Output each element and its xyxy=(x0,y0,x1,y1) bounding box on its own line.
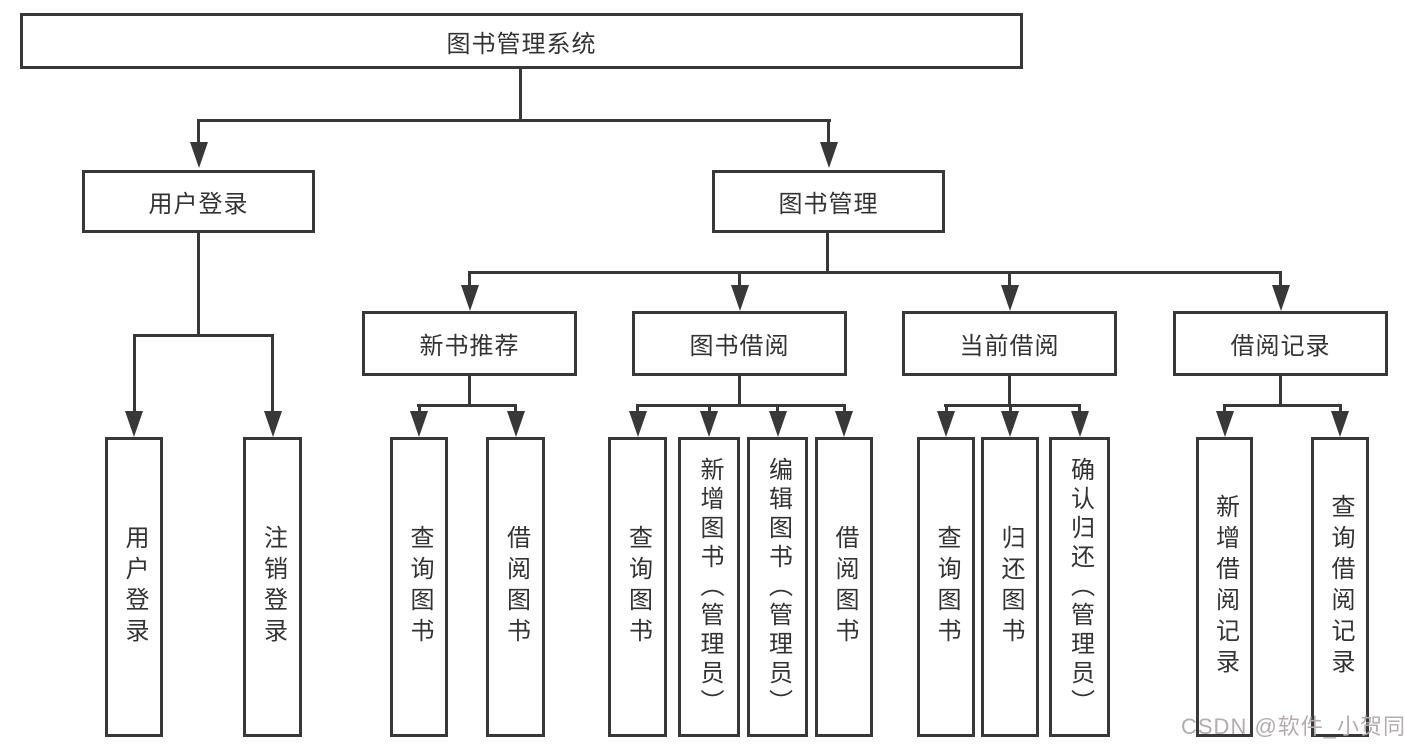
connector-stub xyxy=(1339,404,1342,415)
connector-borrowrecord-h xyxy=(1223,404,1342,407)
arrow-down-icon xyxy=(700,411,718,437)
arrow-down-icon xyxy=(125,411,143,437)
leaf-return-books: 归还图书 xyxy=(981,437,1039,737)
arrow-down-icon xyxy=(461,285,479,311)
leaf-logout: 注销登录 xyxy=(243,437,302,737)
leaf-user-login-label: 用户登录 xyxy=(121,525,148,649)
leaf-query-books-current: 查询图书 xyxy=(917,437,975,737)
connector-stub xyxy=(1078,404,1081,415)
leaf-add-books-admin: 新增图书（管理员） xyxy=(678,437,740,737)
connector-stub xyxy=(418,404,421,415)
arrow-down-icon xyxy=(731,285,749,311)
leaf-add-borrow-record-label: 新增借阅记录 xyxy=(1211,494,1239,680)
arrow-down-icon xyxy=(1071,411,1089,437)
leaf-confirm-return-admin: 确认归还（管理员） xyxy=(1049,437,1110,737)
connector-stub xyxy=(945,404,948,415)
connector-newbook-h xyxy=(417,404,517,407)
connector-bookmgmt-v xyxy=(826,233,829,274)
leaf-query-books-borrow: 查询图书 xyxy=(608,437,667,737)
node-book-management: 图书管理 xyxy=(712,170,945,233)
arrow-down-icon xyxy=(1216,411,1234,437)
leaf-borrow-books-label: 借阅图书 xyxy=(831,525,858,649)
arrow-down-icon xyxy=(410,411,428,437)
arrow-down-icon xyxy=(937,411,955,437)
connector-root-h xyxy=(197,119,831,122)
leaf-logout-label: 注销登录 xyxy=(259,525,287,649)
connector-userlogin-h xyxy=(133,334,274,337)
node-new-book-recommend: 新书推荐 xyxy=(362,311,577,376)
connector-currentborrow-v xyxy=(1008,376,1011,407)
connector-stub xyxy=(1223,404,1226,415)
leaf-user-login: 用户登录 xyxy=(105,437,163,737)
arrow-down-icon xyxy=(629,411,647,437)
leaf-query-books-recommend: 查询图书 xyxy=(390,437,448,737)
leaf-query-borrow-record-label: 查询借阅记录 xyxy=(1327,494,1354,680)
connector-borrowrecord-v xyxy=(1279,376,1282,407)
node-book-management-label: 图书管理 xyxy=(778,191,879,218)
leaf-return-books-label: 归还图书 xyxy=(997,525,1024,649)
connector-root-v xyxy=(519,69,522,122)
root-node-library-system: 图书管理系统 xyxy=(20,13,1023,69)
connector-stub xyxy=(133,334,136,415)
arrow-down-icon xyxy=(507,411,525,437)
connector-bookborrow-h xyxy=(636,404,846,407)
arrow-down-icon xyxy=(190,142,208,168)
node-user-login: 用户登录 xyxy=(82,170,315,233)
leaf-query-borrow-record: 查询借阅记录 xyxy=(1311,437,1369,737)
connector-bookborrow-v xyxy=(738,376,741,407)
connector-stub xyxy=(1009,404,1012,415)
arrow-down-icon xyxy=(835,411,853,437)
leaf-edit-books-admin: 编辑图书（管理员） xyxy=(747,437,808,737)
connector-userlogin-v xyxy=(197,233,200,337)
leaf-edit-books-admin-label: 编辑图书（管理员） xyxy=(764,456,792,718)
connector-stub xyxy=(776,404,779,415)
arrow-down-icon xyxy=(1001,285,1019,311)
arrow-down-icon xyxy=(1001,411,1019,437)
connector-stub xyxy=(827,119,830,146)
arrow-down-icon xyxy=(1272,285,1290,311)
connector-currentborrow-h xyxy=(944,404,1081,407)
leaf-borrow-books-recommend: 借阅图书 xyxy=(486,437,545,737)
leaf-add-borrow-record: 新增借阅记录 xyxy=(1196,437,1253,737)
connector-stub xyxy=(468,271,471,289)
leaf-borrow-books-recommend-label: 借阅图书 xyxy=(502,525,530,649)
connector-stub xyxy=(708,404,711,415)
root-node-label: 图书管理系统 xyxy=(446,30,597,58)
leaf-add-books-admin-label: 新增图书（管理员） xyxy=(696,456,723,718)
node-current-borrow-label: 当前借阅 xyxy=(959,333,1060,360)
node-borrow-record-label: 借阅记录 xyxy=(1230,333,1331,360)
arrow-down-icon xyxy=(264,411,282,437)
connector-stub xyxy=(738,271,741,289)
arrow-down-icon xyxy=(820,142,838,168)
connector-stub xyxy=(636,404,639,415)
connector-stub xyxy=(271,334,274,415)
connector-stub xyxy=(514,404,517,415)
arrow-down-icon xyxy=(769,411,787,437)
connector-bookmgmt-h xyxy=(468,271,1282,274)
leaf-query-books-current-label: 查询图书 xyxy=(933,525,960,649)
leaf-query-books-recommend-label: 查询图书 xyxy=(406,525,433,649)
leaf-confirm-return-admin-label: 确认归还（管理员） xyxy=(1066,456,1094,718)
node-current-borrow: 当前借阅 xyxy=(902,311,1117,376)
connector-stub xyxy=(1008,271,1011,289)
connector-stub xyxy=(843,404,846,415)
node-book-borrow: 图书借阅 xyxy=(632,311,847,376)
node-book-borrow-label: 图书借阅 xyxy=(689,333,790,360)
csdn-watermark: CSDN @软件_小贺同学 xyxy=(1181,714,1405,739)
node-user-login-label: 用户登录 xyxy=(148,191,249,218)
node-new-book-recommend-label: 新书推荐 xyxy=(419,333,520,360)
connector-stub xyxy=(1279,271,1282,289)
node-borrow-record: 借阅记录 xyxy=(1173,311,1388,376)
arrow-down-icon xyxy=(1331,411,1349,437)
leaf-query-books-borrow-label: 查询图书 xyxy=(624,525,652,649)
connector-stub xyxy=(197,119,200,146)
connector-newbook-v xyxy=(468,376,471,407)
leaf-borrow-books: 借阅图书 xyxy=(815,437,873,737)
